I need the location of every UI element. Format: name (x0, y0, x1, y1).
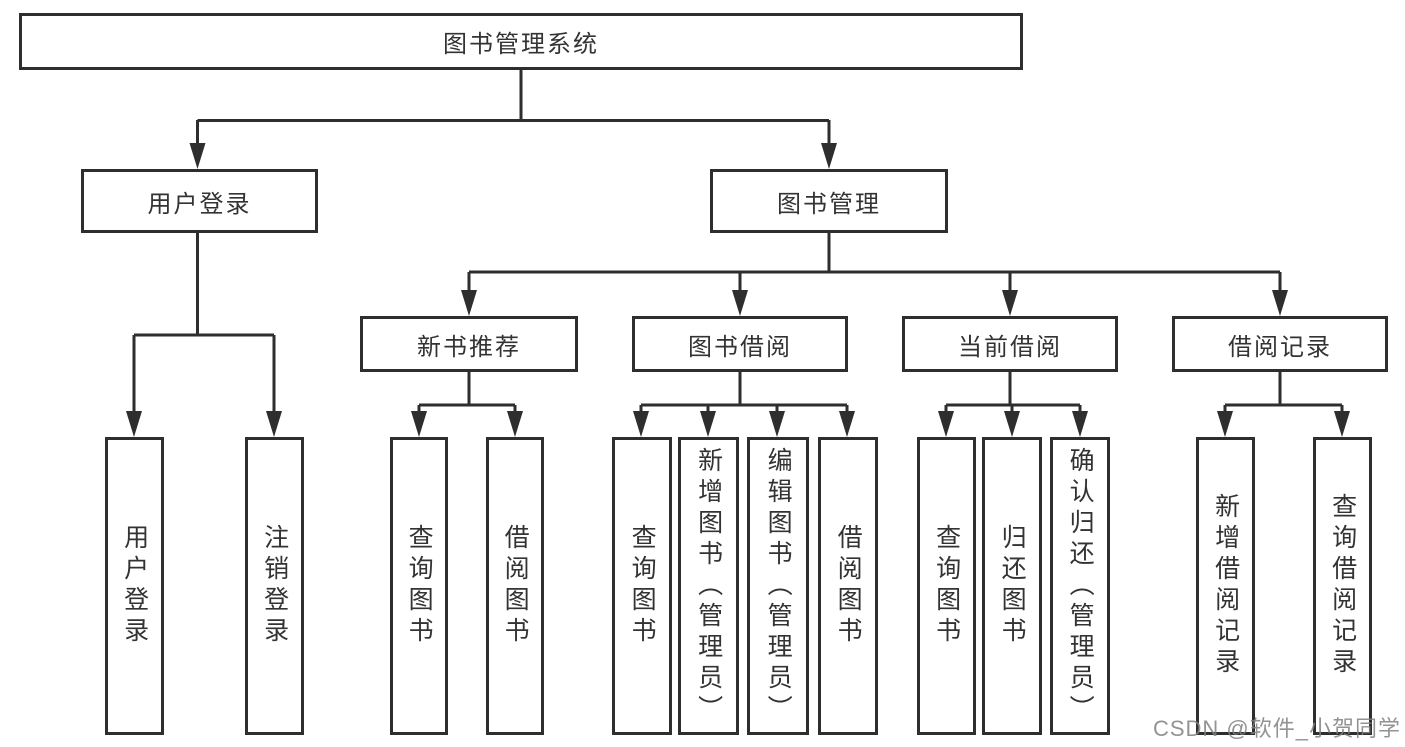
leaf-query-borrow-record: 查询借阅记录 (1313, 437, 1372, 735)
leaf-query-book-1: 查询图书 (390, 437, 448, 735)
leaf-borrow-book-2: 借阅图书 (818, 437, 878, 735)
node-new-book-recommend: 新书推荐 (360, 316, 578, 372)
node-root: 图书管理系统 (19, 13, 1023, 70)
leaf-borrow-book-1: 借阅图书 (486, 437, 544, 735)
node-current-borrow: 当前借阅 (902, 316, 1118, 372)
leaf-add-book-admin: 新增图书（管理员） (678, 437, 739, 735)
leaf-return-book: 归还图书 (982, 437, 1042, 735)
watermark: CSDN @软件_小贺同学 (1152, 716, 1401, 741)
node-borrow-record: 借阅记录 (1172, 316, 1388, 372)
leaf-query-book-3: 查询图书 (917, 437, 976, 735)
leaf-logout: 注销登录 (245, 437, 304, 735)
leaf-edit-book-admin: 编辑图书（管理员） (747, 437, 809, 735)
node-book-management: 图书管理 (710, 169, 948, 233)
node-user-login: 用户登录 (81, 169, 318, 233)
leaf-confirm-return-admin: 确认归还（管理员） (1050, 437, 1110, 735)
leaf-user-login: 用户登录 (105, 437, 164, 735)
leaf-query-book-2: 查询图书 (612, 437, 672, 735)
arrow-down-icon (126, 143, 1350, 437)
node-book-borrow: 图书借阅 (632, 316, 848, 372)
leaf-add-borrow-record: 新增借阅记录 (1196, 437, 1255, 735)
